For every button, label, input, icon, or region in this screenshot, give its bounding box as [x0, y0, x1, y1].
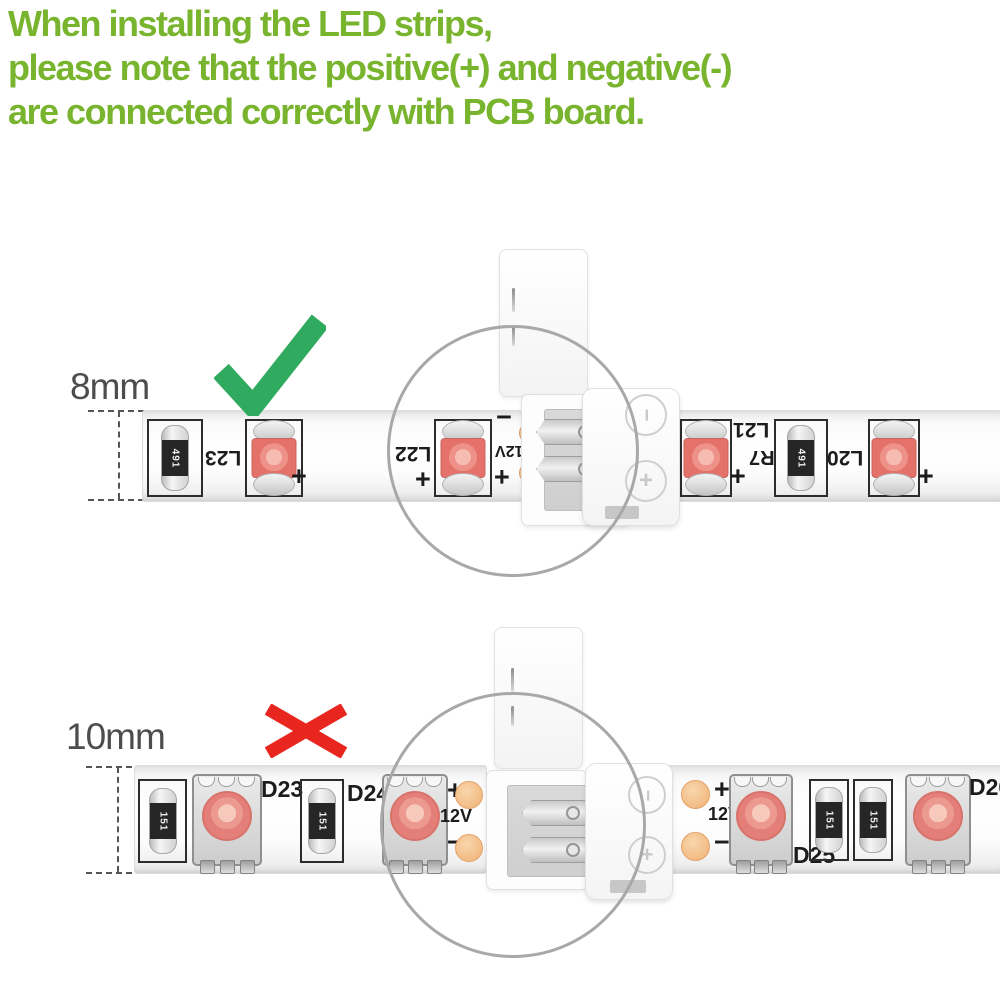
- lid-slot: [512, 288, 515, 312]
- solder-pad: [681, 780, 710, 809]
- led-ref-label: L20: [827, 446, 864, 469]
- polarity-plus-mark: +: [918, 461, 934, 491]
- led-3528: [683, 420, 729, 496]
- dimension-line-bottom: [86, 872, 142, 874]
- cross-icon: [264, 704, 348, 758]
- resistor-value: 491: [169, 448, 181, 468]
- connector-minus-symbol: −: [633, 408, 659, 422]
- led-outline: [868, 419, 920, 497]
- connector-plus-symbol: +: [638, 467, 653, 494]
- resistor-outline: 151: [853, 779, 893, 861]
- led-outline: [680, 419, 732, 497]
- resistor-value: 151: [823, 810, 835, 830]
- heading-line-1: When installing the LED strips,: [8, 3, 493, 44]
- polarity-plus-mark: +: [730, 461, 746, 491]
- resistor-chip: 151: [815, 787, 843, 853]
- led-3528: [250, 420, 298, 496]
- dimension-line-vertical: [118, 411, 120, 499]
- led-5050: [192, 774, 262, 874]
- resistor-value: 151: [157, 811, 168, 831]
- resistor-outline: 151: [138, 779, 187, 863]
- resistor-outline: 491: [147, 419, 203, 497]
- resistor-chip: 151: [859, 787, 887, 853]
- resistor-value: 151: [316, 811, 328, 831]
- resistor-outline: 151: [300, 779, 344, 863]
- polarity-plus-mark: +: [714, 774, 730, 804]
- resistor-chip: 151: [148, 788, 177, 854]
- polarity-minus-mark: −: [714, 827, 730, 857]
- resistor-outline: 151: [809, 779, 849, 861]
- led-3528: [871, 420, 917, 496]
- lid-slot: [511, 668, 514, 692]
- dimension-line-top: [88, 410, 144, 412]
- resistor-value: 151: [867, 810, 879, 830]
- polarity-plus-mark: +: [291, 461, 307, 491]
- magnifier-circle: [387, 325, 639, 577]
- checkmark-icon: [214, 314, 326, 416]
- magnifier-circle: [380, 692, 646, 958]
- strip-width-label-8mm: 8mm: [70, 366, 150, 407]
- heading-line-3: are connected correctly with PCB board.: [8, 91, 645, 132]
- led-ref-label: L23: [205, 446, 242, 469]
- led-ref-label: D26: [969, 774, 1000, 800]
- dimension-line-vertical: [117, 767, 119, 872]
- heading-text: When installing the LED strips, please n…: [8, 2, 733, 134]
- led-strip-10mm-right: + 12V − D25 151 151 D26: [668, 765, 1000, 874]
- resistor-outline: 491: [774, 419, 828, 497]
- resistor-3528: 491: [161, 425, 189, 491]
- led-ref-label: L21: [733, 418, 770, 441]
- dimension-line-top: [86, 766, 142, 768]
- resistor-chip: 151: [308, 788, 336, 854]
- led-outline: [245, 419, 303, 497]
- resistor-3528: 491: [787, 425, 815, 491]
- led-5050: [905, 774, 971, 874]
- led-ref-label: D23: [261, 776, 304, 802]
- resistor-ref-label: R7: [749, 446, 775, 468]
- led-5050: [729, 774, 793, 874]
- heading-line-2: please note that the positive(+) and neg…: [8, 47, 733, 88]
- solder-pad: [681, 832, 710, 861]
- dimension-line-bottom: [88, 499, 144, 501]
- resistor-value: 491: [795, 448, 807, 468]
- strip-width-label-10mm: 10mm: [66, 716, 166, 757]
